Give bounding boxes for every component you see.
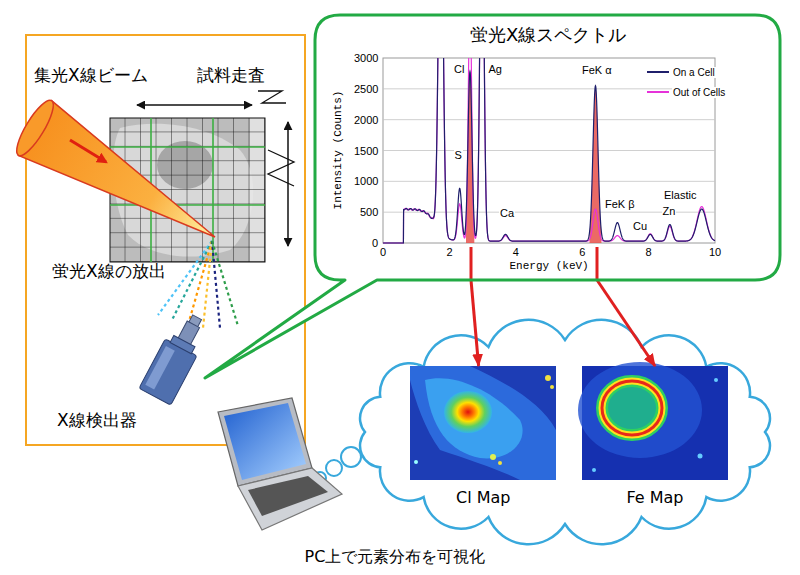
peak-label: Ca xyxy=(499,207,515,219)
beam-direction xyxy=(70,140,106,162)
bubble xyxy=(326,460,342,476)
map-cell xyxy=(578,362,702,458)
map-spot xyxy=(698,454,703,459)
plot-area xyxy=(383,58,715,243)
bubble xyxy=(341,447,361,467)
map-spot xyxy=(592,468,596,472)
panel-label: 集光X線ビーム xyxy=(34,66,148,86)
grid-line xyxy=(383,89,715,212)
peak-label: Elastic xyxy=(663,189,697,201)
tick-label: 8 xyxy=(646,246,652,258)
tick-label: 2500 xyxy=(354,83,378,95)
map-ring xyxy=(602,381,662,435)
arrow-stem xyxy=(596,247,599,281)
peak-label: Zn xyxy=(662,205,677,217)
scan-zigzag xyxy=(268,150,294,186)
cl-map-image xyxy=(410,366,556,480)
ray xyxy=(158,241,212,315)
scan-arrows xyxy=(137,91,294,246)
callout-title: 蛍光X線スペクトル xyxy=(470,25,626,46)
tick-label: 500 xyxy=(360,206,378,218)
scan-arrow xyxy=(137,104,252,106)
laptop-screen xyxy=(224,403,306,480)
map-cell xyxy=(410,366,556,480)
legend-text: On a Cell xyxy=(672,67,716,78)
legend-line xyxy=(646,67,670,77)
axis-title: Energy (keV) xyxy=(510,260,589,272)
panel-label: X線検出器 xyxy=(57,411,137,431)
callout-outline xyxy=(315,15,780,280)
detector-face xyxy=(145,346,174,390)
map-ring xyxy=(602,381,662,435)
legend-line xyxy=(646,87,670,97)
peak-label: S xyxy=(454,149,463,161)
arrow-connector xyxy=(471,280,479,366)
map-spot xyxy=(714,378,718,382)
spectrum-line xyxy=(383,58,715,243)
scan-zigzag xyxy=(258,91,286,103)
map-nucleus xyxy=(444,391,492,433)
panel-label: 蛍光X線の放出 xyxy=(52,262,166,282)
peak-label: FeK α xyxy=(581,64,613,76)
tick-label: 4 xyxy=(513,246,519,258)
beam-end xyxy=(11,96,60,160)
legend-entry: Out of Cells xyxy=(646,87,726,98)
legend-line-sample xyxy=(647,91,669,93)
map-caption: Cl Map xyxy=(456,489,510,507)
peak-label: Ag xyxy=(488,63,503,75)
x-ray-beam xyxy=(11,96,215,237)
peak-label: Cl xyxy=(453,63,465,75)
laptop-icon xyxy=(218,398,342,530)
tick-label: 10 xyxy=(709,246,721,258)
ray xyxy=(203,241,212,328)
tick-label: 0 xyxy=(372,237,378,249)
map-spot xyxy=(550,385,554,389)
tick-label: 6 xyxy=(579,246,585,258)
tick-label: 1000 xyxy=(354,175,378,187)
cloud-outline xyxy=(360,320,770,544)
fluorescence-rays xyxy=(158,241,238,328)
laptop-keyboard xyxy=(248,476,328,516)
map-ring xyxy=(602,381,662,435)
fe-map-image xyxy=(578,362,728,480)
legend-entry: On a Cell xyxy=(646,67,716,78)
spectrum-callout: 蛍光X線スペクトル xyxy=(315,15,780,280)
detector-collar xyxy=(170,335,195,353)
scan-panel: 集光X線ビーム 試料走査蛍光X線の放出 X線検出器 xyxy=(26,35,305,445)
map-cell xyxy=(425,378,523,458)
element-map: Cl Map xyxy=(410,366,556,480)
map-spot xyxy=(498,461,502,465)
map-ground xyxy=(410,366,556,480)
legend-text: Out of Cells xyxy=(672,87,726,98)
legend-line-sample xyxy=(647,71,669,73)
axis-title: Intensity (Counts) xyxy=(332,91,344,210)
map-spot xyxy=(414,460,418,464)
arrow-connector xyxy=(597,280,655,366)
ray xyxy=(212,241,238,326)
spectrum-line xyxy=(383,58,715,243)
spectrum-chart xyxy=(383,0,715,243)
x-ray-detector xyxy=(139,309,213,405)
panel-label: 試料走査 xyxy=(197,66,265,86)
peak-label: Cu xyxy=(632,220,648,232)
laptop-base xyxy=(238,468,342,530)
caption-text: PC上で元素分布を可視化 xyxy=(305,548,486,566)
element-map: Fe Map xyxy=(582,366,728,480)
map-spot xyxy=(490,454,496,460)
callout-border xyxy=(205,15,780,378)
peak-label: FeK β xyxy=(604,198,636,210)
map-spot xyxy=(545,375,551,381)
map-caption: Fe Map xyxy=(627,489,684,507)
tick-label: 3000 xyxy=(354,52,378,64)
peak-area xyxy=(590,86,602,243)
panel-frame xyxy=(26,35,305,445)
tick-label: 1500 xyxy=(354,145,378,157)
arrow-stem xyxy=(470,247,473,281)
plot-clip xyxy=(383,58,715,243)
tick-label: 0 xyxy=(380,246,386,258)
tick-label: 2000 xyxy=(354,114,378,126)
tick-label: 2 xyxy=(446,246,452,258)
